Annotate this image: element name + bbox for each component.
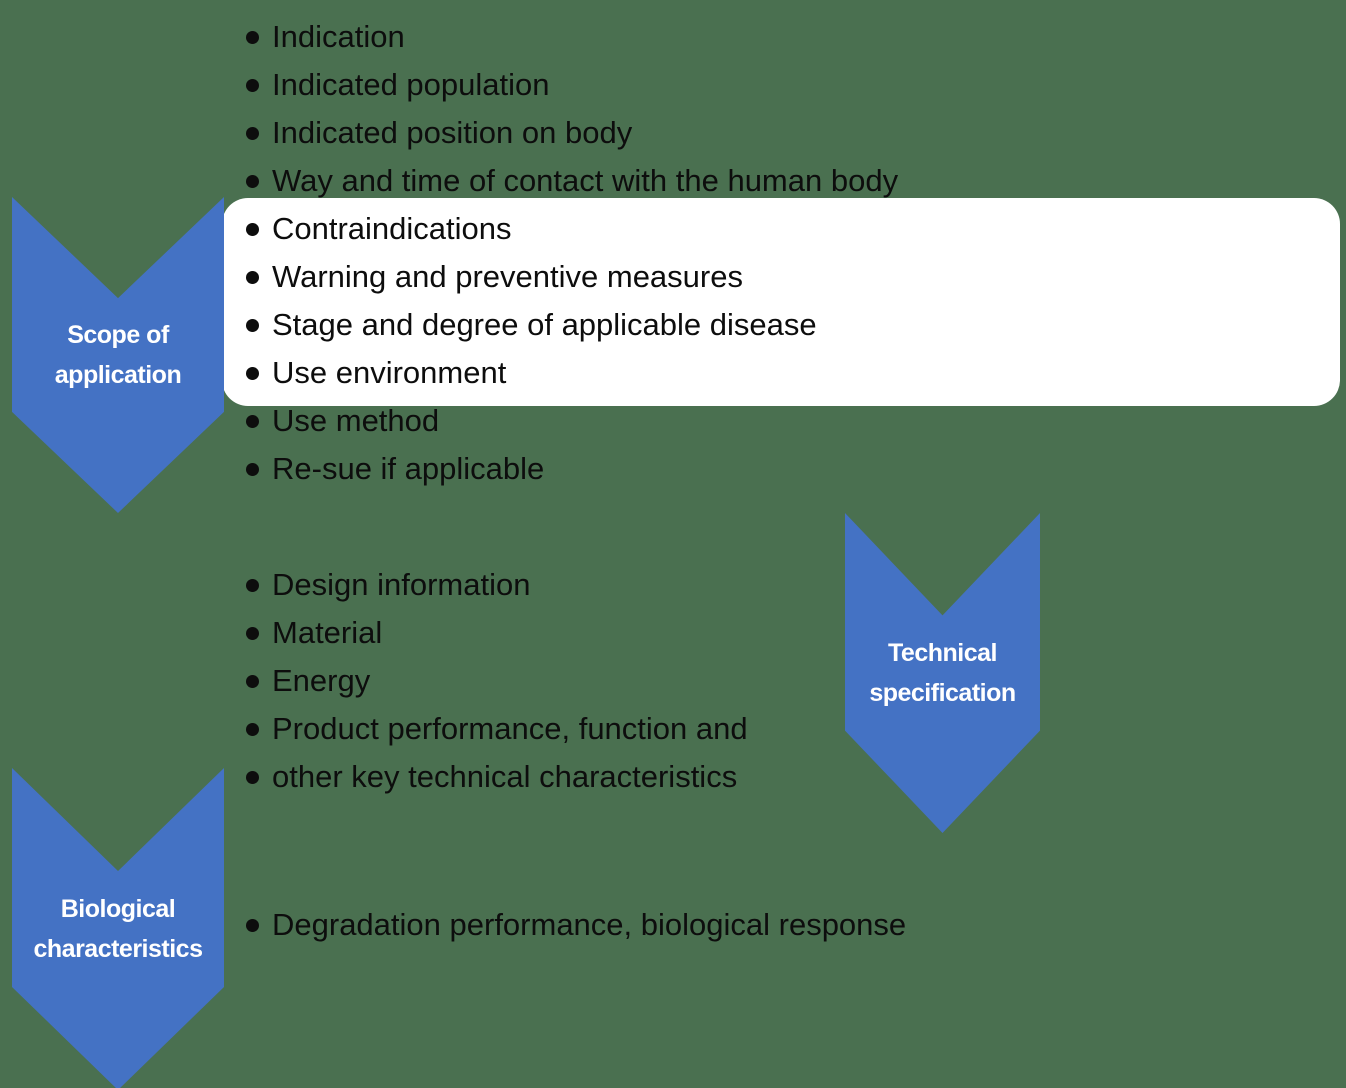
list-item-text: Use environment <box>272 355 507 390</box>
chevron-biological-label-line1: Biological <box>60 895 176 923</box>
bullet-dot-icon <box>246 318 259 332</box>
list-item: Design information <box>246 561 748 609</box>
list-item: Use environment <box>246 349 898 397</box>
scope-bullet-list: Indication Indicated population Indicate… <box>246 13 898 493</box>
chevron-scope-label-line2: application <box>54 361 182 389</box>
chevron-biological-label-line2: characteristics <box>33 935 203 963</box>
bullet-dot-icon <box>246 366 259 380</box>
list-item-text: Degradation performance, biological resp… <box>272 907 907 942</box>
bullet-dot-icon <box>246 770 259 784</box>
bullet-dot-icon <box>246 918 259 932</box>
chevron-biological-label: Biological characteristics <box>33 889 203 969</box>
list-item: Product performance, function and <box>246 705 748 753</box>
technical-bullet-list: Design information Material Energy Produ… <box>246 561 748 801</box>
list-item-text: other key technical characteristics <box>272 759 738 794</box>
list-item: Energy <box>246 657 748 705</box>
list-item: Way and time of contact with the human b… <box>246 157 898 205</box>
bullet-dot-icon <box>246 174 259 188</box>
list-item-text: Contraindications <box>272 211 512 246</box>
list-item: Stage and degree of applicable disease <box>246 301 898 349</box>
bullet-dot-icon <box>246 78 259 92</box>
list-item: Use method <box>246 397 898 445</box>
list-item: Contraindications <box>246 205 898 253</box>
chevron-scope-label-line1: Scope of <box>67 321 169 349</box>
chevron-technical-label-line2: specification <box>869 679 1016 707</box>
list-item-text: Use method <box>272 403 440 438</box>
bullet-dot-icon <box>246 578 259 592</box>
chevron-biological-characteristics: Biological characteristics <box>12 768 224 1088</box>
list-item-text: Stage and degree of applicable disease <box>272 307 817 342</box>
chevron-scope-label: Scope of application <box>54 315 182 395</box>
bullet-dot-icon <box>246 462 259 476</box>
list-item-text: Energy <box>272 663 371 698</box>
bullet-dot-icon <box>246 674 259 688</box>
bullet-dot-icon <box>246 722 259 736</box>
bullet-dot-icon <box>246 414 259 428</box>
list-item-text: Product performance, function and <box>272 711 748 746</box>
bullet-dot-icon <box>246 126 259 140</box>
list-item-text: Material <box>272 615 383 650</box>
bullet-dot-icon <box>246 30 259 44</box>
list-item: Degradation performance, biological resp… <box>246 901 906 949</box>
biological-bullet-list: Degradation performance, biological resp… <box>246 901 906 949</box>
chevron-technical-label-line1: Technical <box>888 639 997 667</box>
highlight-box <box>222 198 1340 406</box>
list-item-text: Indicated position on body <box>272 115 633 150</box>
list-item: Indicated position on body <box>246 109 898 157</box>
list-item: Re-sue if applicable <box>246 445 898 493</box>
bullet-dot-icon <box>246 626 259 640</box>
chevron-scope-of-application: Scope of application <box>12 197 224 513</box>
list-item: other key technical characteristics <box>246 753 748 801</box>
list-item-text: Warning and preventive measures <box>272 259 743 294</box>
list-item: Indicated population <box>246 61 898 109</box>
list-item: Material <box>246 609 748 657</box>
chevron-technical-specification: Technical specification <box>845 513 1040 833</box>
list-item-text: Design information <box>272 567 531 602</box>
list-item: Indication <box>246 13 898 61</box>
bullet-dot-icon <box>246 270 259 284</box>
bullet-dot-icon <box>246 222 259 236</box>
list-item-text: Indication <box>272 19 405 54</box>
list-item: Warning and preventive measures <box>246 253 898 301</box>
list-item-text: Way and time of contact with the human b… <box>272 163 899 198</box>
chevron-technical-label: Technical specification <box>869 633 1016 713</box>
list-item-text: Indicated population <box>272 67 550 102</box>
list-item-text: Re-sue if applicable <box>272 451 545 486</box>
